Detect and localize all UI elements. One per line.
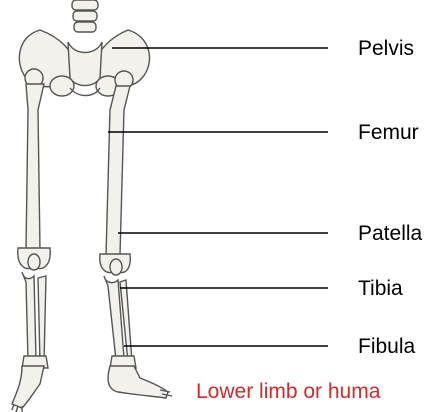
- right-tibia-fibula: [22, 272, 48, 368]
- left-patella-bone: [110, 259, 122, 275]
- femur-label: Femur: [358, 122, 419, 143]
- fibula-label: Fibula: [358, 336, 415, 357]
- right-foot-bones: [12, 366, 44, 412]
- diagram-caption: Lower limb or huma: [196, 381, 380, 402]
- tibia-label: Tibia: [358, 278, 403, 299]
- lumbar-spine: [72, 0, 98, 32]
- left-foot-bones: [108, 366, 172, 398]
- left-tibia-fibula: [104, 276, 136, 368]
- pelvis-label: Pelvis: [358, 38, 414, 59]
- patella-label: Patella: [358, 223, 422, 244]
- right-femur-bone: [18, 69, 50, 269]
- left-femur-bone: [100, 71, 133, 273]
- right-patella-bone: [28, 254, 40, 270]
